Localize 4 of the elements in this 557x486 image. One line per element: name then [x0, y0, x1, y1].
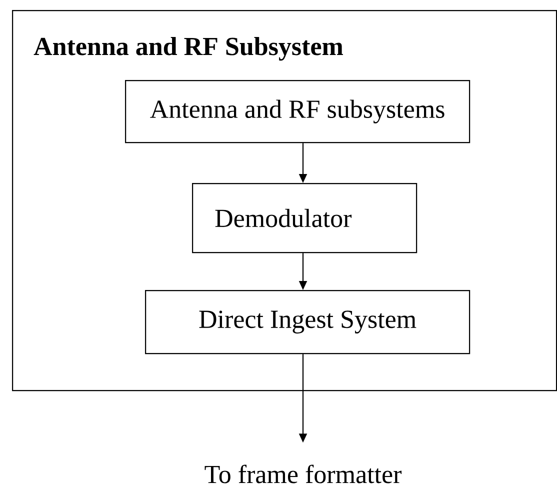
- process-box: Demodulator: [192, 183, 418, 254]
- output-label: To frame formatter: [204, 464, 402, 484]
- process-box: Antenna and RF subsystems: [125, 80, 470, 144]
- process-box: Direct Ingest System: [145, 290, 470, 354]
